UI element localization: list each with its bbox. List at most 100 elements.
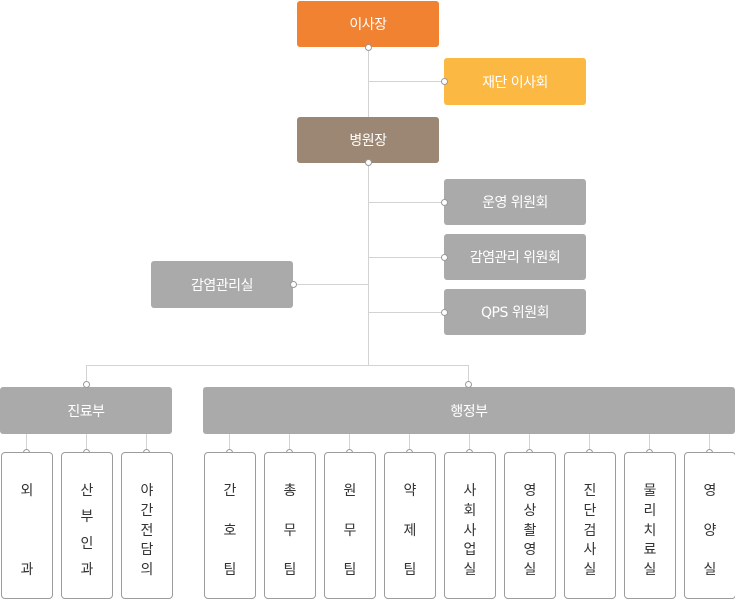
dot-committee-1: [441, 199, 448, 206]
medical-unit-char: 의: [140, 562, 154, 578]
admin-unit-char: 원: [343, 483, 357, 499]
dot-director: [365, 159, 372, 166]
admin-unit-char: 영: [523, 542, 537, 559]
chairman-label: 이사장: [349, 17, 387, 33]
medical-unit-char: 전: [140, 522, 154, 539]
medical-unit-line-3: [146, 434, 147, 452]
admin-unit-line-4: [409, 434, 410, 452]
admin-unit-char: 사: [583, 542, 597, 559]
admin-unit-char: 실: [583, 562, 597, 578]
admin-unit-line-2: [289, 434, 290, 452]
admin-unit-char: 팀: [403, 562, 417, 578]
branch-committee-2: [369, 257, 444, 258]
dot-infection-office: [290, 281, 297, 288]
board-box: 재단 이사회: [444, 58, 586, 105]
infection-office-label: 감염관리실: [191, 277, 253, 294]
admin-unit-char: 약: [403, 483, 417, 499]
dept-horizontal: [86, 365, 469, 366]
committee-operations-box: 운영 위원회: [444, 179, 586, 225]
admin-unit-char: 간: [223, 483, 237, 499]
dot-chairman: [365, 44, 372, 51]
board-label: 재단 이사회: [482, 74, 548, 91]
admin-unit-line-8: [649, 434, 650, 452]
admin-unit-line-1: [229, 434, 230, 452]
admin-unit-char: 촬: [523, 522, 537, 539]
admin-unit-char: 실: [523, 562, 537, 578]
admin-unit-char: 팀: [343, 562, 357, 578]
admin-unit-char: 리: [643, 502, 657, 519]
admin-unit-char: 업: [463, 542, 477, 559]
admin-unit-char: 료: [643, 542, 657, 559]
dot-medical-top: [83, 381, 90, 388]
committee-infection-label: 감염관리 위원회: [469, 250, 561, 266]
medical-unit-line-2: [86, 434, 87, 452]
admin-unit-char: 실: [463, 562, 477, 578]
admin-unit-char: 치: [643, 522, 657, 539]
medical-unit-char: 간: [140, 502, 154, 519]
committee-qps-box: QPS 위원회: [444, 289, 586, 335]
trunk-director-depts: [368, 162, 369, 365]
medical-unit-char: 담: [140, 542, 154, 559]
chairman-box: 이사장: [297, 1, 439, 47]
medical-unit-char: 산: [80, 483, 94, 499]
branch-committee-1: [369, 202, 444, 203]
admin-unit-char: 무: [343, 522, 357, 539]
medical-unit-char: 인: [80, 535, 94, 552]
medical-dept-box: 진료부: [0, 387, 172, 434]
committee-infection-box: 감염관리 위원회: [444, 234, 586, 280]
admin-unit-char: 단: [583, 502, 597, 519]
drop-admin: [468, 365, 469, 387]
admin-unit-line-5: [469, 434, 470, 452]
admin-unit-char: 제: [403, 522, 417, 539]
branch-infection-office: [293, 284, 368, 285]
admin-unit-line-9: [709, 434, 710, 452]
branch-committee-3: [369, 312, 444, 313]
infection-office-box: 감염관리실: [151, 261, 293, 308]
medical-unit-char: 야: [140, 483, 154, 499]
admin-unit-line-7: [589, 434, 590, 452]
admin-dept-box: 행정부: [203, 387, 735, 434]
trunk-chairman-director: [368, 47, 369, 117]
admin-unit-line-3: [349, 434, 350, 452]
admin-unit-char: 팀: [283, 562, 297, 578]
director-label: 병원장: [349, 133, 387, 149]
admin-unit-char: 물: [643, 483, 657, 499]
medical-unit-char: 과: [80, 562, 94, 578]
medical-dept-label: 진료부: [67, 403, 105, 420]
admin-unit-char: 양: [703, 522, 717, 539]
admin-unit-char: 영: [703, 483, 717, 499]
admin-unit-char: 진: [583, 483, 597, 499]
admin-unit-char: 사: [463, 483, 477, 499]
dot-committee-2: [441, 254, 448, 261]
medical-unit-char: 부: [80, 509, 94, 526]
admin-unit-char: 실: [703, 562, 717, 578]
admin-unit-char: 호: [223, 522, 237, 539]
committee-operations-label: 운영 위원회: [482, 195, 548, 211]
admin-dept-label: 행정부: [450, 403, 488, 420]
director-box: 병원장: [297, 117, 439, 163]
branch-board: [369, 81, 444, 82]
admin-unit-line-6: [529, 434, 530, 452]
admin-unit-char: 사: [463, 522, 477, 539]
admin-unit-char: 영: [523, 483, 537, 499]
admin-unit-char: 회: [463, 502, 477, 519]
dot-committee-3: [441, 309, 448, 316]
dot-admin-top: [465, 381, 472, 388]
committee-qps-label: QPS 위원회: [481, 305, 549, 321]
dot-board: [441, 78, 448, 85]
medical-unit-char: 과: [20, 562, 34, 578]
admin-unit-char: 실: [643, 562, 657, 578]
admin-unit-char: 팀: [223, 562, 237, 578]
